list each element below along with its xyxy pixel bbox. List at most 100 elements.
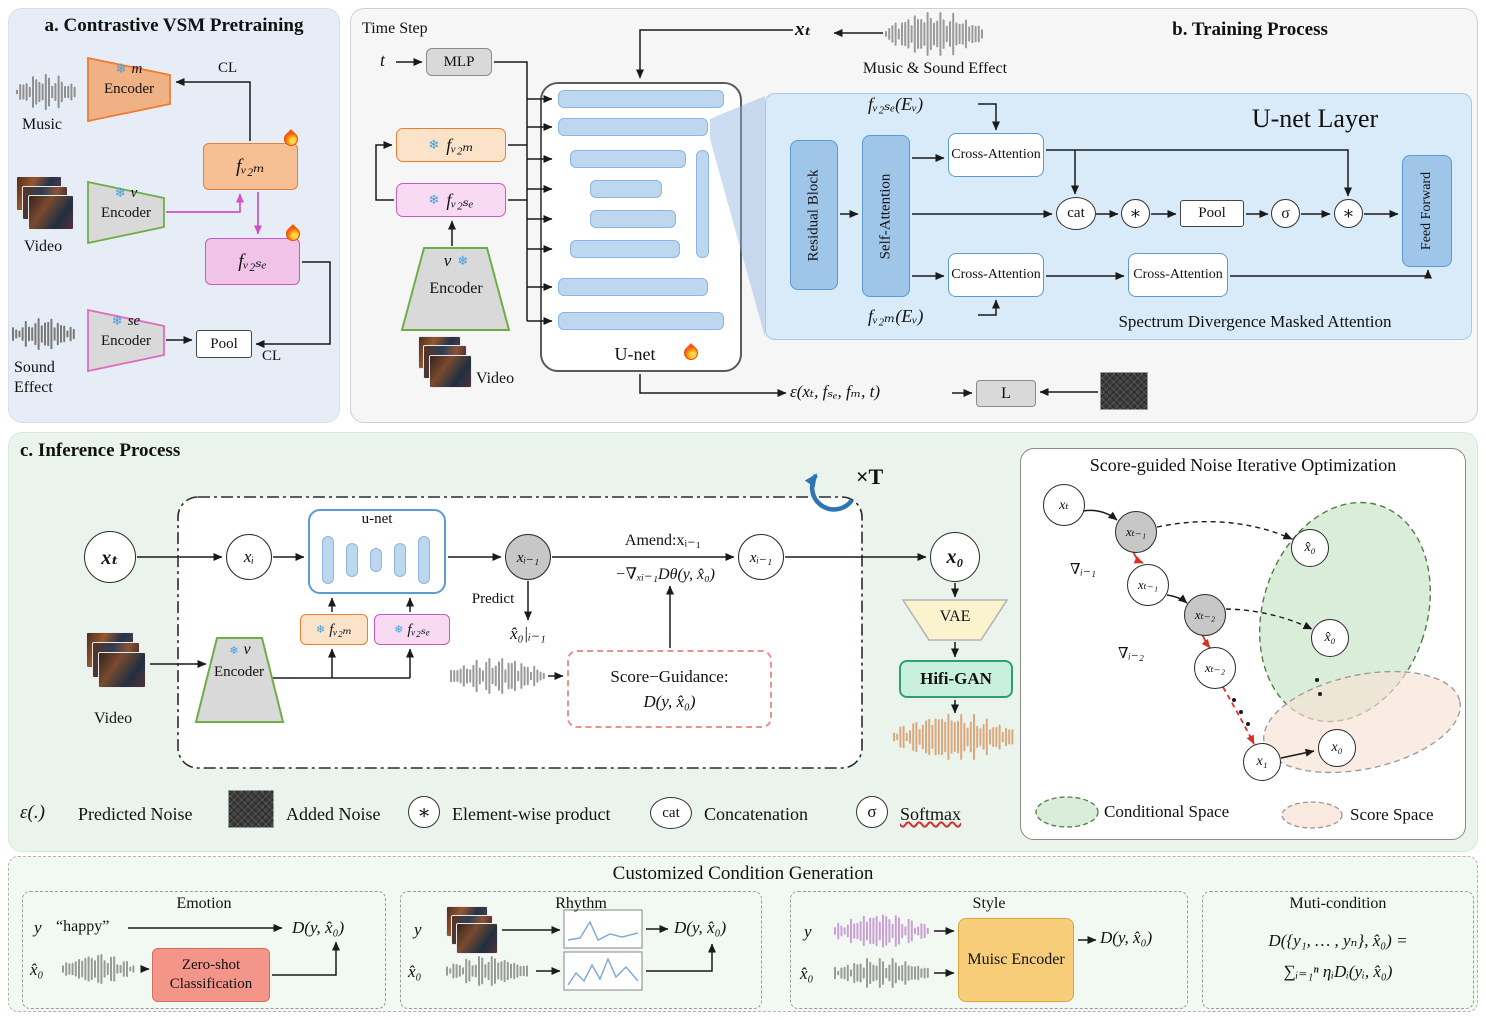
- score-space-label: Score Space: [1350, 805, 1434, 824]
- v-var-b: v: [443, 251, 452, 270]
- legend-softmax: Softmax: [900, 804, 961, 824]
- se-var: se: [127, 312, 141, 329]
- emotion-d: D(y, x̂₀): [292, 918, 345, 937]
- sp-x0: x₀: [1318, 729, 1356, 767]
- music-label: Music: [22, 116, 62, 133]
- style-box: [790, 891, 1188, 1009]
- gradient-formula: −∇ₓᵢ₋₁Dθ(y, x̂₀): [614, 566, 715, 583]
- t-var: t: [380, 50, 386, 70]
- predict-label: Predict: [471, 590, 515, 607]
- conditional-space-label: Conditional Space: [1104, 802, 1230, 821]
- time-step-label: Time Step: [362, 20, 428, 37]
- snowflake-icon: ❄: [394, 624, 404, 636]
- v-encoder-label-b: Encoder: [429, 280, 483, 297]
- rhythm-d: D(y, x̂₀): [674, 918, 727, 937]
- unet-bar: [570, 150, 686, 168]
- rhythm-box: [400, 891, 762, 1009]
- style-y-waveform: [834, 914, 930, 948]
- feed-forward-block: Feed Forward: [1402, 155, 1452, 267]
- elementwise-node-2: ∗: [1334, 199, 1363, 228]
- cross-attention-bottom: Cross-Attention: [948, 253, 1044, 297]
- f-v2m-box-a: fᵥ₂ₘ: [203, 143, 298, 190]
- music-se-waveform: [885, 12, 985, 56]
- hifigan-box: Hifi-GAN: [899, 660, 1013, 698]
- m-encoder-head: ❄ m: [90, 60, 168, 78]
- f-v2m-ev-label: fᵥ₂ₘ(Eᵥ): [868, 306, 924, 326]
- f-v2se-label-c: fᵥ₂ₛₑ: [407, 622, 430, 638]
- panel-b-title: b. Training Process: [1172, 19, 1328, 40]
- v-encoder-head-c: ❄ v: [214, 641, 266, 658]
- unet-bar: [570, 240, 680, 258]
- sound-effect-waveform: [12, 318, 78, 350]
- self-attention-label: Self-Attention: [877, 173, 894, 259]
- sp-x-t1: xₜ₋₁: [1127, 564, 1169, 606]
- unet-bar: [590, 180, 662, 198]
- softmax-node: σ: [1271, 199, 1300, 228]
- xhat-pred-label: x̂₀|ᵢ₋₁: [510, 624, 546, 643]
- f-v2m-box-c: ❄ fᵥ₂ₘ: [300, 614, 368, 645]
- self-attention-block: Self-Attention: [862, 135, 910, 297]
- snowflake-icon: ❄: [428, 137, 440, 152]
- emotion-title: Emotion: [176, 895, 232, 912]
- video-thumbnails: [418, 336, 472, 388]
- snowflake-icon: ❄: [115, 61, 127, 76]
- zero-shot-box: Zero-shot Classification: [152, 948, 270, 1002]
- vae-label: VAE: [939, 608, 971, 625]
- f-v2m-label-b: fᵥ₂ₘ: [446, 134, 474, 155]
- snowflake-icon: ❄: [457, 253, 469, 268]
- f-v2se-box-a: fᵥ₂ₛₑ: [205, 238, 300, 285]
- v-encoder-label-a: Encoder: [101, 204, 151, 221]
- feed-forward-label: Feed Forward: [1419, 171, 1434, 251]
- score-guidance-line1: Score−Guidance:: [610, 666, 729, 686]
- added-noise-icon: [228, 790, 274, 828]
- x-prev-gray-circle: xᵢ₋₁: [505, 534, 551, 580]
- style-xhat: x̂₀: [800, 964, 814, 983]
- mini-unet-bar: [418, 536, 430, 584]
- score-guidance-line2: D(y, x̂₀): [643, 691, 696, 711]
- f-v2se-label: fᵥ₂ₛₑ: [238, 251, 267, 272]
- mlp-box: MLP: [426, 48, 492, 76]
- unet-bar: [590, 210, 676, 228]
- f-v2se-box-c: ❄ fᵥ₂ₛₑ: [374, 614, 450, 645]
- f-v2m-label: fᵥ₂ₘ: [236, 156, 265, 177]
- style-d: D(y, x̂₀): [1100, 928, 1153, 947]
- x-prev-circle: xᵢ₋₁: [738, 534, 784, 580]
- multi-condition-title: Muti-condition: [1289, 895, 1387, 912]
- rhythm-xhat: x̂₀: [408, 962, 422, 981]
- sigma-icon: σ: [856, 796, 888, 828]
- legend-elementwise: Element-wise product: [452, 804, 611, 824]
- legend-eps: ε(.): [20, 802, 45, 823]
- multi-condition-line2: ∑ᵢ₌₁ⁿ ηᵢDᵢ(yᵢ, x̂₀): [1283, 962, 1393, 981]
- sp-grad2: ∇ᵢ₋₂: [1118, 646, 1144, 662]
- pool-box-a: Pool: [196, 330, 252, 358]
- unet-skip-bar: [696, 150, 709, 258]
- music-waveform: [16, 74, 78, 110]
- score-panel-bg: [1020, 448, 1466, 840]
- unet-layer-title: U-net Layer: [1251, 104, 1379, 133]
- mini-unet-bar: [346, 543, 358, 577]
- multi-condition-box: [1202, 891, 1474, 1009]
- rhythm-title: Rhythm: [555, 895, 607, 912]
- video-label-b: Video: [476, 370, 515, 387]
- x-t-label-b: xₜ: [795, 19, 812, 40]
- elementwise-node-1: ∗: [1121, 199, 1150, 228]
- residual-block-label: Residual Block: [805, 168, 822, 262]
- sp-x-t1-gray: xₜ₋₁: [1115, 511, 1157, 553]
- se-encoder-label: Encoder: [101, 332, 151, 349]
- sp-x1: x₁: [1243, 743, 1281, 781]
- snowflake-icon: ❄: [114, 185, 126, 200]
- legend-predicted-noise: Predicted Noise: [78, 804, 193, 824]
- rhythm-y: y: [414, 920, 422, 939]
- v-var-c: v: [243, 641, 251, 658]
- v-encoder-head-b: v ❄: [424, 251, 488, 270]
- cat-icon: cat: [650, 797, 692, 829]
- m-var: m: [131, 60, 143, 77]
- x-t-circle: xₜ: [84, 531, 136, 583]
- emotion-y: y: [34, 918, 42, 937]
- cl-bottom-label: CL: [262, 348, 282, 364]
- video-thumbnails: [16, 176, 74, 230]
- loss-box: L: [976, 380, 1036, 407]
- score-panel-title: Score-guided Noise Iterative Optimizatio…: [1089, 454, 1397, 475]
- cat-node: cat: [1056, 197, 1096, 230]
